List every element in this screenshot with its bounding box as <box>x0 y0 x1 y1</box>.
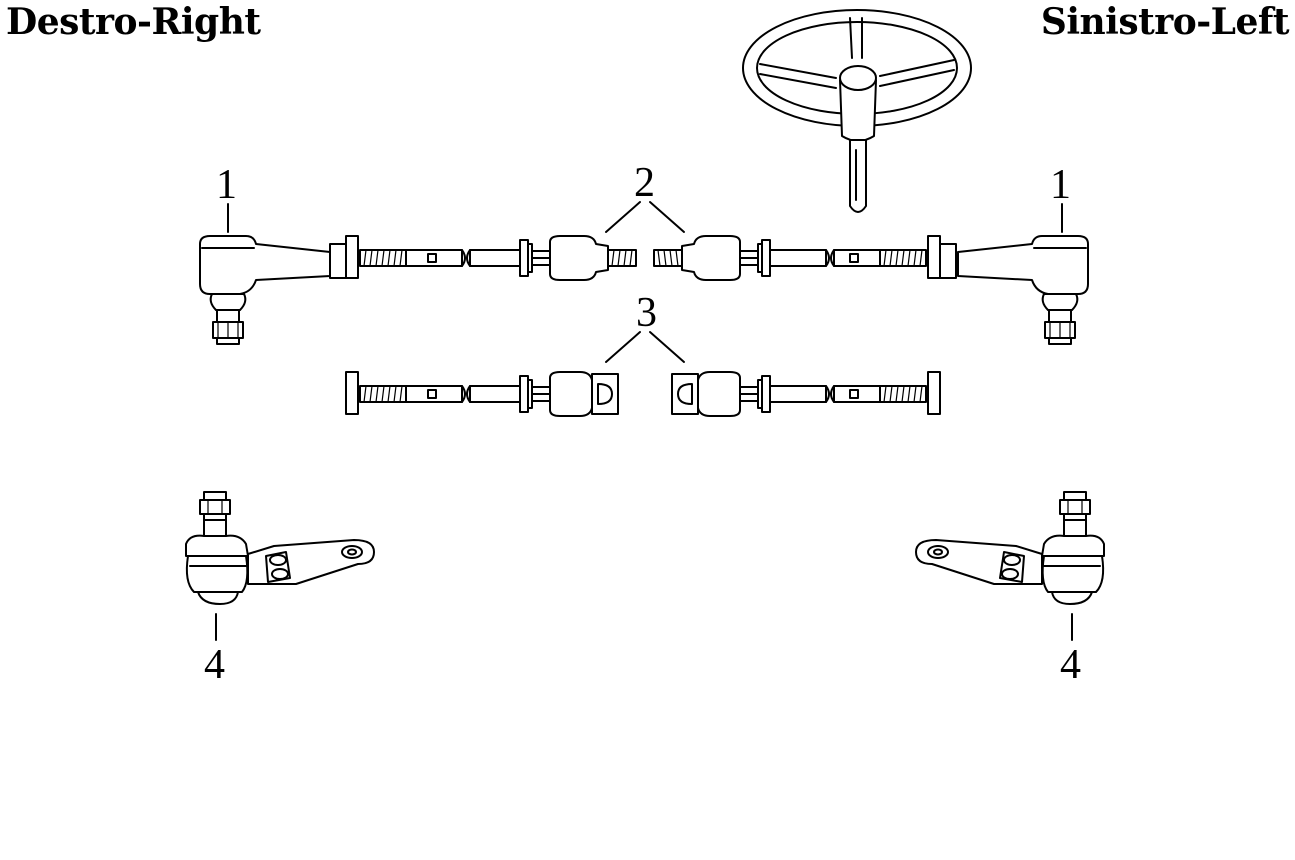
ball-joint-right <box>915 491 1105 605</box>
callout-3: 3 <box>636 290 657 336</box>
rack-joint-assembly-row <box>345 371 941 417</box>
callout-4-right: 4 <box>1060 642 1081 688</box>
heading-left-side: Sinistro-Left <box>1040 1 1290 43</box>
callout-1-right: 1 <box>1050 162 1071 208</box>
heading-right-side: Destro-Right <box>6 1 261 43</box>
ball-joint-left <box>185 491 375 605</box>
callout-leader-lines <box>215 201 1073 641</box>
steering-wheel-illustration <box>742 9 972 213</box>
callout-4-left: 4 <box>204 642 225 688</box>
tie-rod-assembly-row <box>199 235 1089 345</box>
callout-1-left: 1 <box>216 162 237 208</box>
callout-2: 2 <box>634 160 655 206</box>
